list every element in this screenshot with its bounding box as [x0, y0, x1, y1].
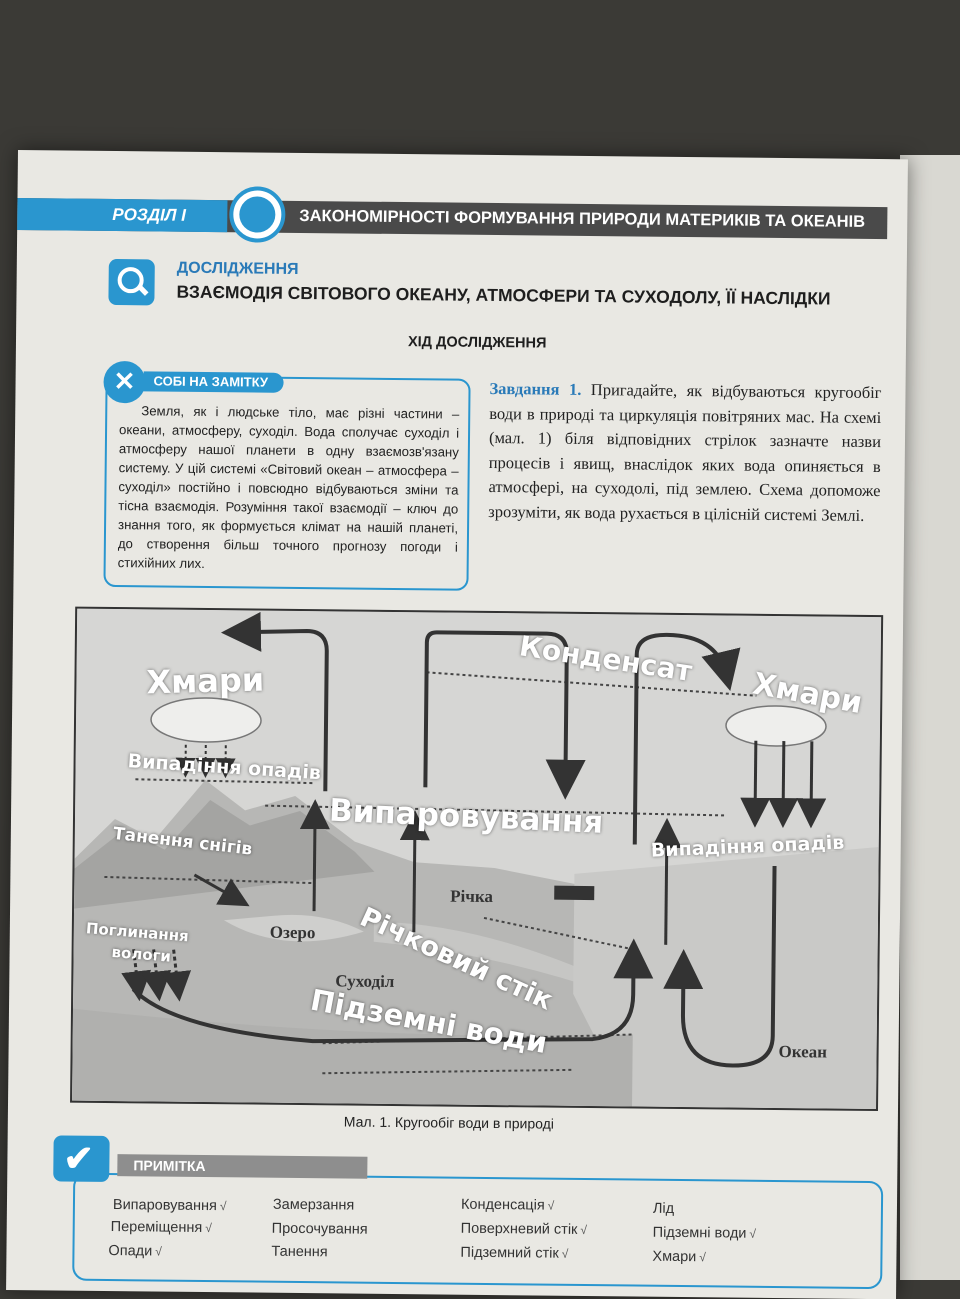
remark-term: Випаровування√: [113, 1197, 227, 1214]
globe-inner: [239, 196, 275, 232]
evap-arrow: [314, 811, 315, 911]
task-text: Пригадайте, як відбуваються кругообіг во…: [488, 380, 881, 524]
remark-term: Підземний стік√: [460, 1245, 568, 1262]
course-title: ХІД ДОСЛІДЖЕННЯ: [408, 334, 547, 351]
label-lake: Озеро: [270, 923, 316, 943]
globe-icon: [229, 186, 286, 243]
checkmark-icon: ✔: [53, 1135, 109, 1182]
section-label-block: РОЗДІЛ І: [17, 198, 227, 232]
label-river: Річка: [450, 887, 493, 907]
water-cycle-diagram: Річка Озеро Суходіл Океан Хмари Конденса…: [70, 607, 883, 1111]
checkmark-glyph: ✔: [63, 1138, 94, 1180]
rain-right: [811, 741, 812, 816]
cloud-left: [151, 697, 261, 742]
evap-arrow: [414, 822, 415, 932]
remark-term: Лід: [653, 1201, 677, 1217]
rain-right: [783, 741, 784, 816]
remark-term: Опади√: [108, 1243, 162, 1260]
satellite-icon: ✕: [103, 361, 145, 403]
remark-term: Підземні води√: [653, 1225, 756, 1242]
rain-right: [755, 741, 756, 816]
remark-term: Переміщення√: [111, 1219, 212, 1236]
remark-box: Випаровування√ Переміщення√ Опади√ Замер…: [72, 1173, 883, 1289]
section-title: ЗАКОНОМІРНОСТІ ФОРМУВАННЯ ПРИРОДИ МАТЕРИ…: [299, 207, 865, 232]
magnifier-handle: [137, 284, 149, 296]
section-header-bar: РОЗДІЛ І ЗАКОНОМІРНОСТІ ФОРМУВАННЯ ПРИРО…: [17, 198, 887, 239]
overlay-clouds-left: Хмари: [146, 661, 265, 702]
textbook-page: РОЗДІЛ І ЗАКОНОМІРНОСТІ ФОРМУВАННЯ ПРИРО…: [6, 150, 908, 1299]
research-kicker: ДОСЛІДЖЕННЯ: [177, 260, 299, 279]
remark-term: Конденсація√: [461, 1197, 555, 1214]
task-paragraph: Завдання 1. Пригадайте, як відбуваються …: [488, 377, 882, 528]
remark-term: Просочування: [272, 1221, 371, 1238]
remark-term: Замерзання: [273, 1197, 358, 1214]
remark-term: Танення: [271, 1244, 330, 1261]
boat: [554, 886, 594, 900]
note-tag: СОБІ НА ЗАМІТКУ: [143, 371, 284, 392]
label-ocean: Океан: [778, 1042, 827, 1063]
research-title: ВЗАЄМОДІЯ СВІТОВОГО ОКЕАНУ, АТМОСФЕРИ ТА…: [176, 282, 830, 310]
satellite-glyph: ✕: [113, 366, 135, 397]
next-page-edge: [900, 155, 960, 1280]
section-label: РОЗДІЛ І: [112, 205, 186, 226]
remark-title: ПРИМІТКА: [117, 1154, 367, 1179]
magnifier-icon: [108, 259, 154, 305]
note-text: Земля, як і людське тіло, має різні част…: [118, 401, 460, 576]
task-lead: Завдання 1.: [489, 379, 581, 399]
diagram-caption: Мал. 1. Кругообіг води в природі: [344, 1113, 554, 1131]
remark-term: Поверхневий стік√: [461, 1221, 587, 1238]
remark-term: Хмари√: [652, 1249, 706, 1266]
